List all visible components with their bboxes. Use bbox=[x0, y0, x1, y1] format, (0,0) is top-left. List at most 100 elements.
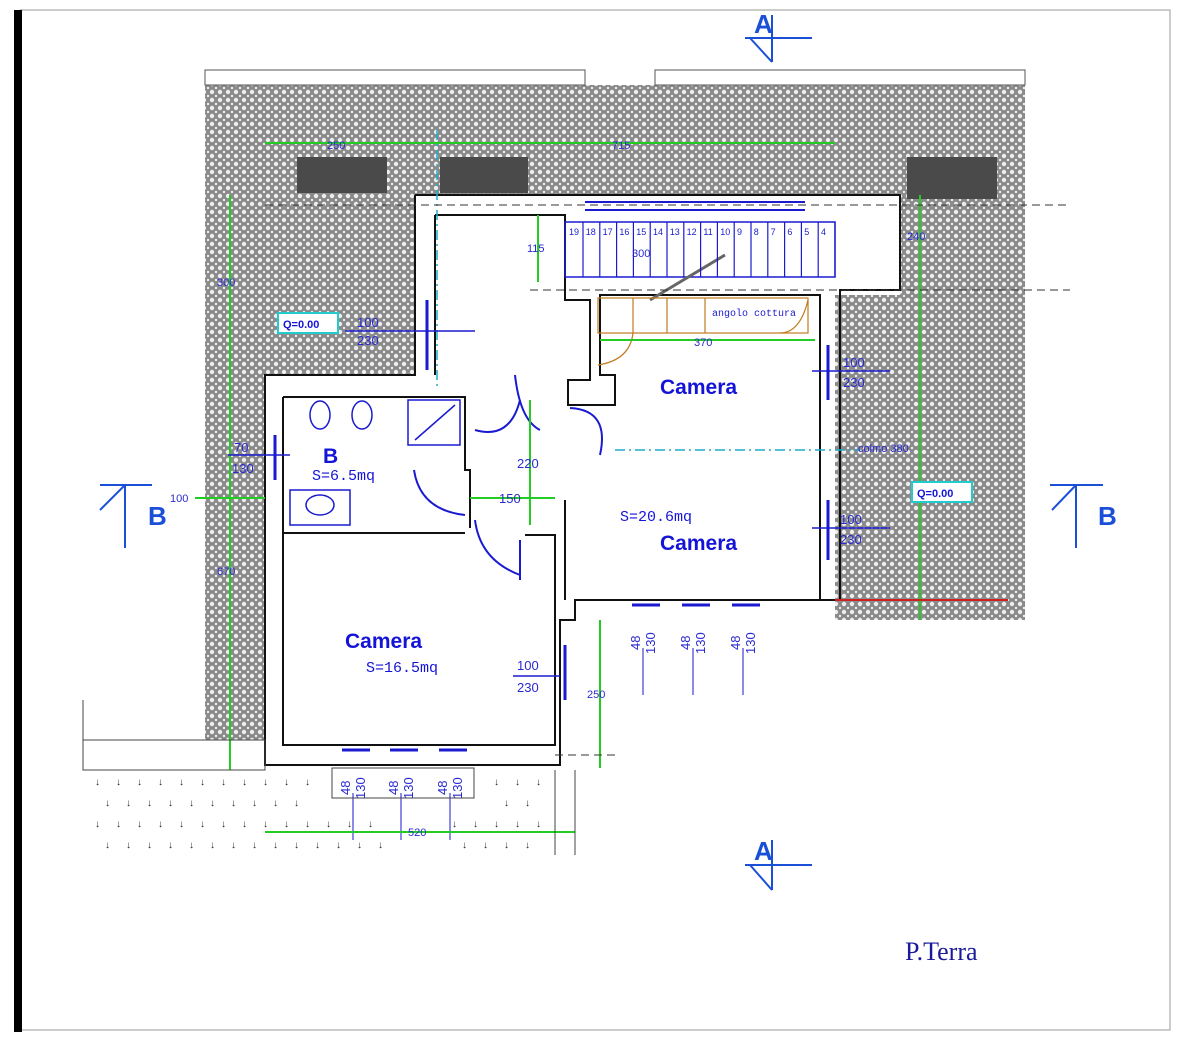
plant-symbol: ↓ bbox=[147, 840, 152, 851]
stair-step-number: 14 bbox=[653, 227, 663, 237]
window-label-height: 130 bbox=[353, 777, 368, 799]
plant-symbol: ↓ bbox=[504, 798, 509, 809]
plant-symbol: ↓ bbox=[294, 840, 299, 851]
plant-symbol: ↓ bbox=[137, 777, 142, 788]
plant-symbol: ↓ bbox=[515, 777, 520, 788]
stair-step-number: 9 bbox=[737, 227, 742, 237]
doors bbox=[413, 374, 603, 580]
dim-250-top: 250 bbox=[327, 140, 345, 152]
colmo-label: colmo 380 bbox=[858, 443, 909, 455]
level-tag bbox=[277, 312, 339, 334]
chimney-block bbox=[907, 157, 997, 199]
window-label-width: 48 bbox=[386, 781, 401, 795]
room-camera-top: Camera bbox=[660, 376, 737, 399]
stair-step-number: 10 bbox=[720, 227, 730, 237]
plant-symbol: ↓ bbox=[210, 798, 215, 809]
plant-symbol: ↓ bbox=[158, 777, 163, 788]
plant-symbol: ↓ bbox=[231, 840, 236, 851]
plant-symbol: ↓ bbox=[158, 819, 163, 830]
dim-300: 300 bbox=[217, 277, 235, 289]
drawing-title: P.Terra bbox=[905, 937, 978, 966]
level-label: Q=0.00 bbox=[283, 319, 319, 331]
dim-240: 240 bbox=[907, 231, 925, 243]
dim-100-left: 100 bbox=[170, 493, 188, 505]
chimney-block bbox=[440, 157, 528, 193]
section-label-a-bottom: A bbox=[754, 836, 773, 866]
window-label-top-width: 100 bbox=[357, 315, 379, 330]
stair-step-number: 5 bbox=[804, 227, 809, 237]
plant-symbol: ↓ bbox=[536, 777, 541, 788]
room-camera-right-area: S=20.6mq bbox=[620, 509, 692, 526]
plant-symbol: ↓ bbox=[189, 840, 194, 851]
room-bath-area: S=6.5mq bbox=[312, 468, 375, 485]
plant-symbol: ↓ bbox=[525, 840, 530, 851]
plant-symbol: ↓ bbox=[263, 777, 268, 788]
window-label-right1-height: 230 bbox=[843, 375, 865, 390]
window-label-height: 130 bbox=[743, 632, 758, 654]
dim-220: 220 bbox=[517, 456, 539, 471]
plant-symbol: ↓ bbox=[105, 840, 110, 851]
plant-symbol: ↓ bbox=[273, 798, 278, 809]
plant-symbol: ↓ bbox=[116, 777, 121, 788]
window-label-height: 130 bbox=[693, 632, 708, 654]
window-label-width: 48 bbox=[435, 781, 450, 795]
plant-symbol: ↓ bbox=[536, 819, 541, 830]
stair-step-number: 18 bbox=[586, 227, 596, 237]
stair-length-label: 300 bbox=[632, 248, 650, 260]
plant-symbol: ↓ bbox=[357, 840, 362, 851]
kitchen-label: angolo cottura bbox=[712, 308, 796, 320]
plant-symbol: ↓ bbox=[294, 798, 299, 809]
stair-step-number: 7 bbox=[771, 227, 776, 237]
left-border bbox=[14, 10, 22, 1032]
stair-step-number: 6 bbox=[787, 227, 792, 237]
windows bbox=[273, 300, 830, 700]
section-marker-b-right bbox=[1050, 484, 1103, 548]
window-label-bath-width: 70 bbox=[234, 440, 248, 455]
plant-symbol: ↓ bbox=[168, 840, 173, 851]
window-label-width: 48 bbox=[338, 781, 353, 795]
dimension-lines bbox=[195, 142, 1070, 833]
level-tag bbox=[911, 481, 973, 503]
stair-step-number: 17 bbox=[603, 227, 613, 237]
plant-symbol: ↓ bbox=[368, 819, 373, 830]
window-label-height: 130 bbox=[401, 777, 416, 799]
plant-symbol: ↓ bbox=[252, 840, 257, 851]
plant-symbol: ↓ bbox=[200, 777, 205, 788]
plant-symbol: ↓ bbox=[336, 840, 341, 851]
plant-symbol: ↓ bbox=[462, 840, 467, 851]
section-marker-b-left bbox=[99, 484, 152, 548]
plant-symbol: ↓ bbox=[137, 819, 142, 830]
stair-step-number: 13 bbox=[670, 227, 680, 237]
plant-symbol: ↓ bbox=[378, 840, 383, 851]
plant-symbol: ↓ bbox=[284, 777, 289, 788]
plant-symbol: ↓ bbox=[525, 798, 530, 809]
garden-area: ↓↓↓↓↓↓↓↓↓↓↓↓↓↓↓↓↓↓↓↓↓↓↓↓↓↓↓↓↓↓↓↓↓↓↓↓↓↓↓↓… bbox=[82, 700, 576, 855]
window-label-lower-width: 100 bbox=[517, 658, 539, 673]
stair-step-number: 12 bbox=[687, 227, 697, 237]
plant-symbol: ↓ bbox=[231, 798, 236, 809]
plant-symbol: ↓ bbox=[168, 798, 173, 809]
plant-symbol: ↓ bbox=[263, 819, 268, 830]
window-label-lower-height: 230 bbox=[517, 680, 539, 695]
section-label-b-right: B bbox=[1098, 501, 1117, 531]
plant-symbol: ↓ bbox=[473, 819, 478, 830]
plant-symbol: ↓ bbox=[347, 819, 352, 830]
plant-symbol: ↓ bbox=[452, 819, 457, 830]
section-marker-a-bottom bbox=[745, 840, 812, 891]
window-label-top-height: 230 bbox=[357, 333, 379, 348]
plant-symbol: ↓ bbox=[242, 777, 247, 788]
section-label-a-top: A bbox=[754, 9, 773, 39]
plant-symbol: ↓ bbox=[504, 840, 509, 851]
plant-symbol: ↓ bbox=[95, 777, 100, 788]
chimney-block bbox=[297, 157, 387, 193]
window-label-right2-height: 230 bbox=[840, 532, 862, 547]
kitchen-counter bbox=[597, 297, 809, 366]
window-label-width: 48 bbox=[728, 636, 743, 650]
room-camera-right: Camera bbox=[660, 532, 737, 555]
plant-symbol: ↓ bbox=[221, 819, 226, 830]
dim-715: 715 bbox=[612, 140, 630, 152]
